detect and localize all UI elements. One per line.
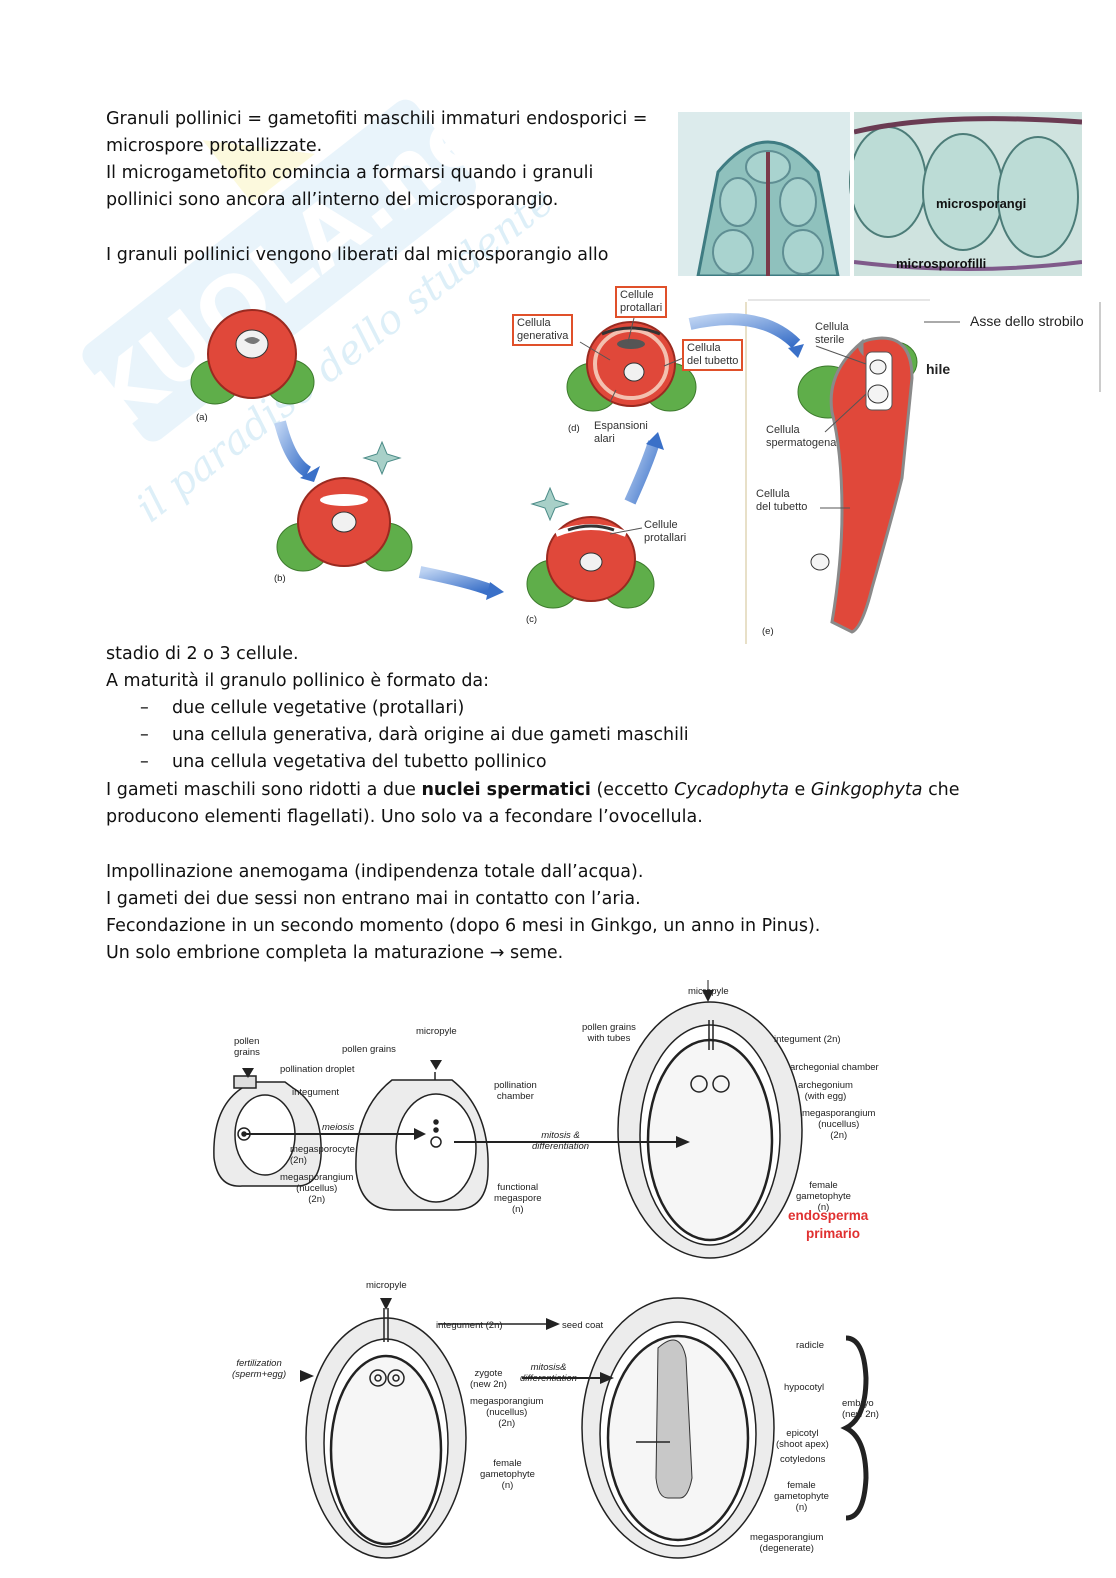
label-pollination-droplet: pollination droplet bbox=[280, 1064, 354, 1075]
text-line: microspore protallizzate. bbox=[106, 133, 647, 160]
paragraph-2: stadio di 2 o 3 cellule. A maturità il g… bbox=[106, 641, 489, 695]
text-run: e bbox=[789, 780, 811, 800]
stage-label-d: (d) bbox=[568, 423, 580, 434]
label-mitosis-differentiation-fig3: mitosis& differentiation bbox=[520, 1362, 577, 1384]
label-megasporangium-fig3: megasporangium (nucellus) (2n) bbox=[470, 1396, 543, 1429]
label-archegonium: archegonium (with egg) bbox=[798, 1080, 853, 1102]
label-megasporangium: megasporangium (nucellus) (2n) bbox=[280, 1172, 353, 1205]
bullet-list: –due cellule vegetative (protallari) –un… bbox=[140, 695, 689, 776]
text-run: che bbox=[923, 780, 960, 800]
label-female-gametophyte-fig3: female gametophyte (n) bbox=[480, 1458, 535, 1491]
label-cellule-protallari-top: Cellule protallari bbox=[615, 286, 667, 318]
paragraph-1: Granuli pollinici = gametofiti maschili … bbox=[106, 106, 647, 214]
label-micropyle-fig3: micropyle bbox=[366, 1280, 407, 1291]
bullet-dash: – bbox=[140, 695, 172, 722]
label-pollen-grains-tubes: pollen grains with tubes bbox=[582, 1022, 636, 1044]
stage-label-c: (c) bbox=[526, 614, 537, 625]
text-line: Fecondazione in un secondo momento (dopo… bbox=[106, 913, 820, 940]
pollen-grain-c bbox=[527, 517, 654, 608]
label-integument: integument bbox=[292, 1087, 339, 1098]
stage-label-a: (a) bbox=[196, 412, 208, 423]
label-cellula-sterile: Cellula sterile bbox=[815, 321, 849, 347]
list-item-text: due cellule vegetative (protallari) bbox=[172, 698, 464, 718]
label-espansioni-alari: Espansioni alari bbox=[594, 420, 648, 446]
fertilization-diagram bbox=[226, 1278, 896, 1568]
list-item-text: una cellula generativa, darà origine ai … bbox=[172, 725, 689, 745]
list-item: –due cellule vegetative (protallari) bbox=[140, 695, 689, 722]
text-line: Il microgametofito comincia a formarsi q… bbox=[106, 160, 647, 187]
label-zygote: zygote (new 2n) bbox=[470, 1368, 507, 1390]
pollen-grain-b bbox=[277, 478, 412, 571]
text-line: A maturità il granulo pollinico è format… bbox=[106, 668, 489, 695]
photo-label-microsporangi: microsporangi bbox=[936, 196, 1026, 211]
pollen-grain-d bbox=[567, 322, 696, 411]
paragraph-4: Impollinazione anemogama (indipendenza t… bbox=[106, 859, 820, 967]
label-fertilization: fertilization (sperm+egg) bbox=[232, 1358, 286, 1380]
text-line: producono elementi flagellati). Uno solo… bbox=[106, 804, 960, 831]
label-archegonial-chamber: archegonial chamber bbox=[790, 1062, 879, 1073]
label-megasporangium-3: megasporangium (nucellus) (2n) bbox=[802, 1108, 875, 1141]
label-cotyledons: cotyledons bbox=[780, 1454, 825, 1465]
label-cellula-generativa: Cellula generativa bbox=[512, 314, 573, 346]
label-micropyle: micropyle bbox=[416, 1026, 457, 1037]
text-line: I gameti dei due sessi non entrano mai i… bbox=[106, 886, 820, 913]
label-hypocotyl: hypocotyl bbox=[784, 1382, 824, 1393]
pollen-grain-a bbox=[191, 310, 314, 404]
label-megasporocyte: megasporocyte (2n) bbox=[290, 1144, 355, 1166]
label-primario: primario bbox=[806, 1226, 860, 1241]
text-run: (eccetto bbox=[591, 780, 674, 800]
label-meiosis: meiosis bbox=[322, 1122, 354, 1133]
label-pollination-chamber: pollination chamber bbox=[494, 1080, 537, 1102]
label-cellula-tubetto-box: Cellula del tubetto bbox=[682, 339, 743, 371]
stage-label-b: (b) bbox=[274, 573, 286, 584]
label-cellule-protallari: Cellule protallari bbox=[644, 519, 686, 545]
label-cellula-tubetto: Cellula del tubetto bbox=[756, 488, 807, 514]
text-line: Granuli pollinici = gametofiti maschili … bbox=[106, 106, 647, 133]
label-embryo: embryo (new 2n) bbox=[842, 1398, 879, 1420]
micrograph-image bbox=[678, 112, 1082, 276]
list-item: –una cellula vegetativa del tubetto poll… bbox=[140, 749, 689, 776]
label-seed-coat: seed coat bbox=[562, 1320, 603, 1331]
label-micropyle-3: micropyle bbox=[688, 986, 729, 997]
label-pollen-grains-2: pollen grains bbox=[342, 1044, 396, 1055]
label-asse-strobilo: Asse dello strobilo bbox=[970, 313, 1084, 329]
text-line: Un solo embrione completa la maturazione… bbox=[106, 940, 820, 967]
label-functional-megaspore: functional megaspore (n) bbox=[494, 1182, 542, 1215]
label-integument-2n: integument (2n) bbox=[774, 1034, 841, 1045]
text-line: stadio di 2 o 3 cellule. bbox=[106, 641, 489, 668]
text-line: Impollinazione anemogama (indipendenza t… bbox=[106, 859, 820, 886]
photo-label-microsporofilli: microsporofilli bbox=[896, 256, 986, 271]
label-endosperma: endosperma bbox=[788, 1208, 868, 1223]
text-run-italic: Cycadophyta bbox=[674, 780, 789, 800]
text-line: I granuli pollinici vengono liberati dal… bbox=[106, 242, 608, 269]
label-epicotyl: epicotyl (shoot apex) bbox=[776, 1428, 829, 1450]
text-run-bold: nuclei spermatici bbox=[421, 780, 590, 800]
paragraph-3: I gameti maschili sono ridotti a due nuc… bbox=[106, 777, 960, 831]
text-line: pollinici sono ancora all’interno del mi… bbox=[106, 187, 647, 214]
text-line: I gameti maschili sono ridotti a due nuc… bbox=[106, 777, 960, 804]
stage-label-e: (e) bbox=[762, 626, 774, 637]
label-integument-fig3: integument (2n) bbox=[436, 1320, 503, 1331]
text-run: I gameti maschili sono ridotti a due bbox=[106, 780, 421, 800]
text-run-italic: Ginkgophyta bbox=[811, 780, 923, 800]
list-item-text: una cellula vegetativa del tubetto polli… bbox=[172, 752, 547, 772]
label-pollen-grains: pollen grains bbox=[234, 1036, 260, 1058]
list-item: –una cellula generativa, darà origine ai… bbox=[140, 722, 689, 749]
label-radicle: radicle bbox=[796, 1340, 824, 1351]
label-female-gametophyte-2: female gametophyte (n) bbox=[774, 1480, 829, 1513]
micrograph-photo: microsporangi microsporofilli bbox=[678, 112, 1082, 276]
label-cellula-spermatogena: Cellula spermatogena bbox=[766, 424, 836, 450]
label-mitosis-differentiation: mitosis & differentiation bbox=[532, 1130, 589, 1152]
bullet-dash: – bbox=[140, 722, 172, 749]
label-hile: hile bbox=[926, 361, 950, 377]
bullet-dash: – bbox=[140, 749, 172, 776]
label-megasporangium-degenerate: megasporangium (degenerate) bbox=[750, 1532, 823, 1554]
pollen-development-diagram bbox=[190, 282, 1110, 644]
